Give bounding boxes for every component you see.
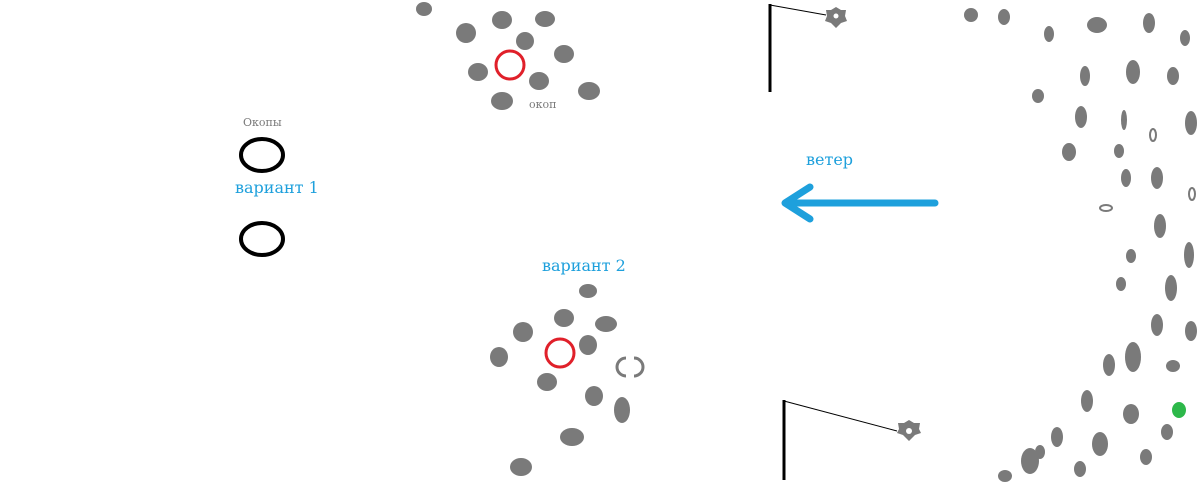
field-dot <box>1081 390 1093 412</box>
field-dot <box>1092 432 1108 456</box>
enemy-dot <box>560 428 584 446</box>
small-ring <box>1099 204 1113 212</box>
flag-line-bottom <box>783 400 898 432</box>
field-dot <box>1151 314 1163 336</box>
target-circle-bottom <box>544 337 576 369</box>
field-dot <box>1044 26 1054 42</box>
field-dot <box>1165 275 1177 301</box>
field-dot <box>1185 321 1197 341</box>
field-dot <box>1180 30 1190 46</box>
field-dot <box>1166 360 1180 372</box>
enemy-dot <box>535 11 555 27</box>
small-ring <box>1188 187 1196 201</box>
field-dot <box>998 9 1010 25</box>
flag-flower-center <box>906 428 912 434</box>
field-dot <box>1123 404 1139 424</box>
field-dot <box>1121 169 1131 187</box>
field-dot <box>1184 242 1194 268</box>
field-dot <box>1051 427 1063 447</box>
enemy-dot <box>585 386 603 406</box>
enemy-dot <box>491 92 513 110</box>
enemy-dot <box>579 335 597 355</box>
field-dot <box>998 470 1012 482</box>
field-dot <box>1161 424 1173 440</box>
enemy-dot <box>595 316 617 332</box>
wind-arrow <box>781 183 939 223</box>
enemy-dot <box>456 23 476 43</box>
field-dot <box>964 8 978 22</box>
field-dot <box>1032 89 1044 103</box>
enemy-dot <box>416 2 432 16</box>
field-dot <box>1154 214 1166 238</box>
field-dot <box>1143 13 1155 33</box>
enemy-dot <box>614 397 630 423</box>
wind-label: ветер <box>806 150 854 169</box>
enemy-dot <box>554 45 574 63</box>
enemy-dot <box>579 284 597 298</box>
field-dot <box>1087 17 1107 33</box>
field-dot <box>1185 111 1197 135</box>
enemy-dot <box>516 32 534 50</box>
enemy-dot <box>510 458 532 476</box>
enemy-dot <box>578 82 600 100</box>
enemy-dot <box>492 11 512 29</box>
enemy-dot <box>513 322 533 342</box>
trenches-label: Окопы <box>243 116 282 129</box>
field-dot <box>1167 67 1179 85</box>
field-dot <box>1080 66 1090 86</box>
field-dot <box>1126 249 1136 263</box>
variant-2-label: вариант 2 <box>542 256 626 275</box>
broken-circle <box>615 356 645 378</box>
field-dot <box>1126 60 1140 84</box>
enemy-dot <box>529 72 549 90</box>
field-dot <box>1062 143 1076 161</box>
flag-line-top <box>769 4 827 16</box>
field-dot <box>1125 342 1141 372</box>
enemy-dot <box>554 309 574 327</box>
field-dot <box>1074 461 1086 477</box>
field-dot <box>1103 354 1115 376</box>
target-circle-top <box>494 49 526 81</box>
field-dot <box>1140 449 1152 465</box>
trench-label: окоп <box>529 98 557 111</box>
field-dot <box>1021 448 1039 474</box>
enemy-dot <box>468 63 488 81</box>
field-dot <box>1075 106 1087 128</box>
small-ring <box>1149 128 1157 142</box>
enemy-dot <box>537 373 557 391</box>
trench-ellipse-1 <box>239 137 285 173</box>
field-dot <box>1151 167 1163 189</box>
field-dot <box>1114 144 1124 158</box>
flag-flower-center <box>833 13 839 19</box>
enemy-dot <box>490 347 508 367</box>
trench-ellipse-2 <box>239 221 285 257</box>
variant-1-label: вариант 1 <box>235 178 319 197</box>
field-dot <box>1116 277 1126 291</box>
field-dot <box>1121 110 1127 130</box>
green-marker <box>1172 402 1186 418</box>
